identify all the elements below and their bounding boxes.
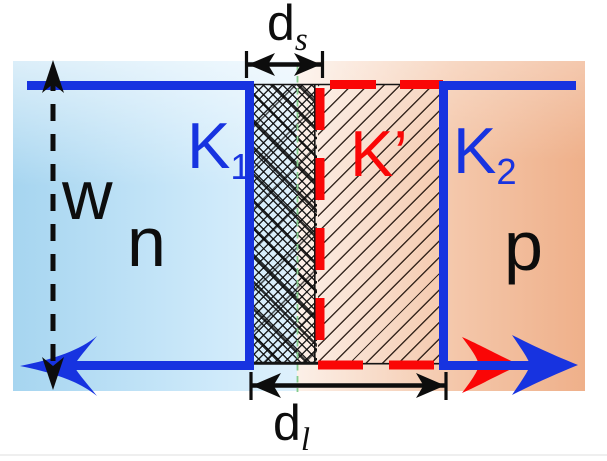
k1-label-base: K <box>187 109 231 182</box>
k2-contour-label: K2 <box>453 118 517 190</box>
depletion-hatch-wide <box>318 85 443 364</box>
k1-label-subscript: 1 <box>230 145 251 187</box>
kprime-label-mark: ’ <box>393 117 408 190</box>
depletion-hatch-narrow <box>253 85 317 364</box>
n-region-label-text: n <box>127 203 166 281</box>
ds-dimension-left-arrowhead <box>248 53 275 76</box>
w-dimension-label-text: w <box>62 156 113 234</box>
dl-dimension-right-arrowhead <box>416 373 445 398</box>
kprime-contour-label: K’ <box>350 121 408 186</box>
p-region-label-text: p <box>504 207 543 285</box>
ds-label-subscript: s <box>294 21 308 58</box>
dl-dimension-label: dl <box>273 395 310 456</box>
dl-label-base: d <box>273 395 301 451</box>
k2-contour-arrowhead <box>512 335 578 395</box>
w-dimension-up-arrowhead <box>42 60 64 93</box>
ds-label-base: d <box>267 0 295 51</box>
k1-contour-label: K1 <box>187 113 251 185</box>
ds-dimension-right-arrowhead <box>294 53 321 76</box>
k2-contour-path <box>439 81 576 366</box>
k1-contour-path <box>27 81 254 370</box>
ds-dimension-label: ds <box>267 0 308 56</box>
p-region-label: p <box>504 211 543 281</box>
kprime-label-base: K <box>350 117 394 190</box>
figure-bottom-edge <box>0 454 607 456</box>
n-region-label: n <box>127 207 166 277</box>
w-dimension-down-arrowhead <box>42 357 64 390</box>
k2-label-subscript: 2 <box>496 150 517 192</box>
dl-dimension-left-arrowhead <box>252 373 281 398</box>
k2-label-base: K <box>453 114 497 187</box>
dl-label-subscript: l <box>300 421 310 458</box>
w-dimension-label: w <box>62 160 113 230</box>
